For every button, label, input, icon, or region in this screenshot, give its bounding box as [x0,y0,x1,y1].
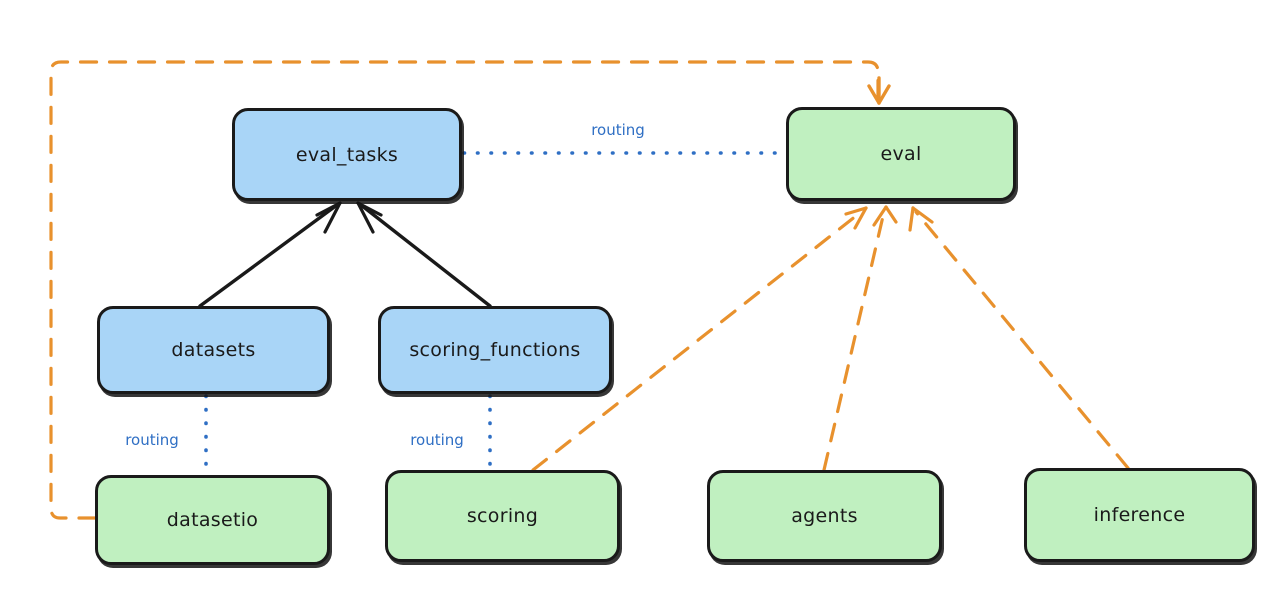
node-agents[interactable]: agents [707,470,942,562]
node-label: datasetio [166,509,259,531]
edge-inference-eval [908,206,1130,470]
node-datasets[interactable]: datasets [97,306,330,394]
node-label: inference [1093,504,1186,526]
node-eval[interactable]: eval [786,107,1016,201]
node-datasetio[interactable]: datasetio [95,475,330,565]
edge-label-routing-datasets: routing [125,431,179,449]
node-label: scoring_functions [409,339,581,361]
node-label: eval_tasks [295,143,399,166]
edge-datasets-eval_tasks [198,201,342,308]
node-scoring[interactable]: scoring [385,470,620,562]
edge-scoring_functions-eval_tasks [356,201,492,308]
edge-label-routing-scoring-functions: routing [410,431,464,449]
node-label: scoring [466,505,539,527]
edge-label-routing-eval-tasks: routing [591,121,645,139]
node-eval-tasks[interactable]: eval_tasks [232,108,462,201]
node-label: agents [791,505,858,527]
node-scoring-functions[interactable]: scoring_functions [378,306,612,394]
edge-agents-eval [822,205,898,472]
node-label: datasets [171,339,256,361]
node-label: eval [880,143,922,165]
edge-datasetio-eval [49,60,891,520]
node-inference[interactable]: inference [1024,468,1255,562]
